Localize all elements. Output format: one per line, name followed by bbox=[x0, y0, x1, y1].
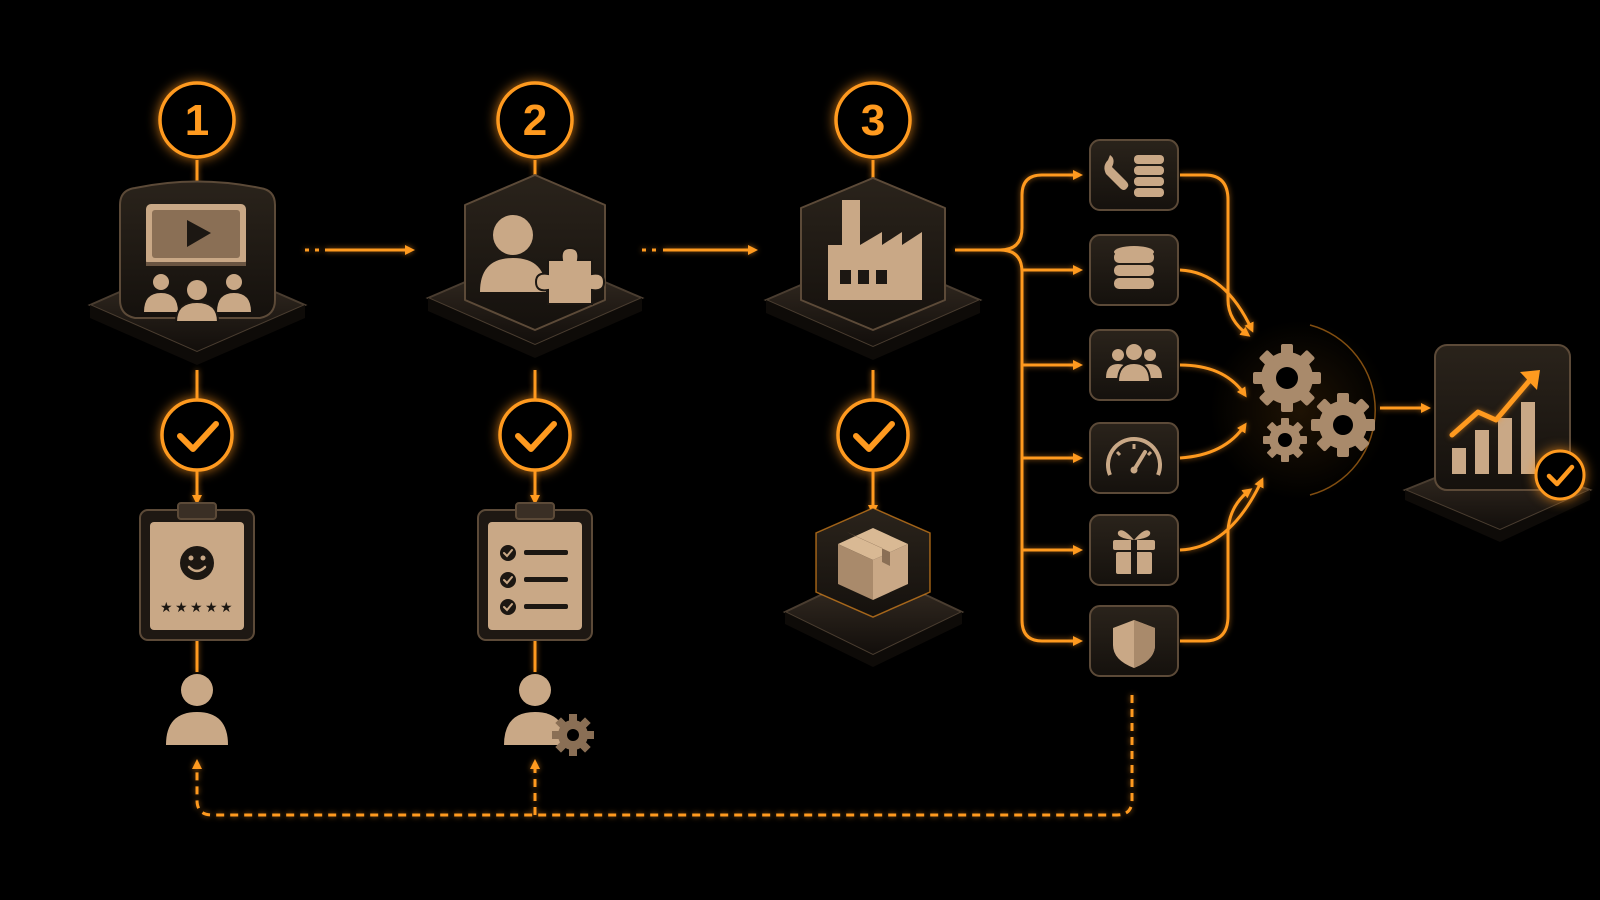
gear-icon bbox=[552, 714, 594, 756]
step-number-1: 1 bbox=[185, 96, 209, 145]
step-3-node bbox=[763, 177, 983, 360]
shield-icon bbox=[1113, 620, 1155, 668]
resource-tile-6 bbox=[1089, 605, 1179, 677]
fan-out-connectors bbox=[955, 170, 1083, 646]
resource-tile-5 bbox=[1089, 514, 1179, 586]
resource-tile-1 bbox=[1089, 139, 1179, 211]
check-badge-3 bbox=[836, 398, 910, 472]
user-puzzle-icon bbox=[480, 215, 606, 305]
check-icon bbox=[515, 421, 557, 452]
step-number-2: 2 bbox=[523, 96, 547, 145]
video-presentation-audience-icon bbox=[144, 204, 251, 323]
step-1-node bbox=[87, 180, 308, 365]
feedback-rating-clipboard-icon: ★★★★★ bbox=[139, 502, 255, 641]
resource-tile-4 bbox=[1089, 422, 1179, 494]
resource-tiles bbox=[1089, 139, 1179, 677]
outcome-node bbox=[1402, 344, 1593, 542]
check-icon bbox=[177, 421, 219, 452]
gears-icon bbox=[1253, 344, 1375, 462]
users-group-icon bbox=[1106, 344, 1162, 383]
step-2-node bbox=[425, 174, 645, 358]
step-badge-2: 2 bbox=[496, 81, 574, 159]
connectors bbox=[192, 160, 1431, 817]
processor-node bbox=[1210, 320, 1390, 500]
gift-icon bbox=[1113, 530, 1155, 574]
step-number-3: 3 bbox=[861, 96, 885, 145]
step-badge-3: 3 bbox=[834, 81, 912, 159]
check-badge-2 bbox=[498, 398, 572, 472]
check-badge-outcome bbox=[1534, 449, 1586, 501]
five-star-rating: ★★★★★ bbox=[160, 600, 233, 616]
svg-text:★: ★ bbox=[160, 600, 173, 616]
wrench-database-icon bbox=[1104, 155, 1164, 197]
resource-tile-3 bbox=[1089, 329, 1179, 401]
user-gear-icon bbox=[504, 674, 594, 756]
growth-chart-check-icon bbox=[1449, 370, 1586, 501]
check-badge-1 bbox=[160, 398, 234, 472]
svg-text:★: ★ bbox=[190, 600, 203, 616]
package-box-icon bbox=[782, 507, 965, 667]
feedback-loop bbox=[192, 695, 1134, 817]
check-icon bbox=[1546, 464, 1575, 487]
factory-icon bbox=[828, 200, 922, 300]
svg-text:★: ★ bbox=[220, 600, 233, 616]
check-icon bbox=[853, 421, 895, 452]
resource-tile-2 bbox=[1089, 234, 1179, 306]
database-icon bbox=[1114, 246, 1154, 289]
svg-text:★: ★ bbox=[175, 600, 188, 616]
speedometer-icon bbox=[1106, 437, 1162, 476]
checklist-clipboard-icon bbox=[477, 502, 593, 641]
svg-text:★: ★ bbox=[205, 600, 218, 616]
user-icon bbox=[166, 674, 228, 745]
step-badge-1: 1 bbox=[158, 81, 236, 159]
